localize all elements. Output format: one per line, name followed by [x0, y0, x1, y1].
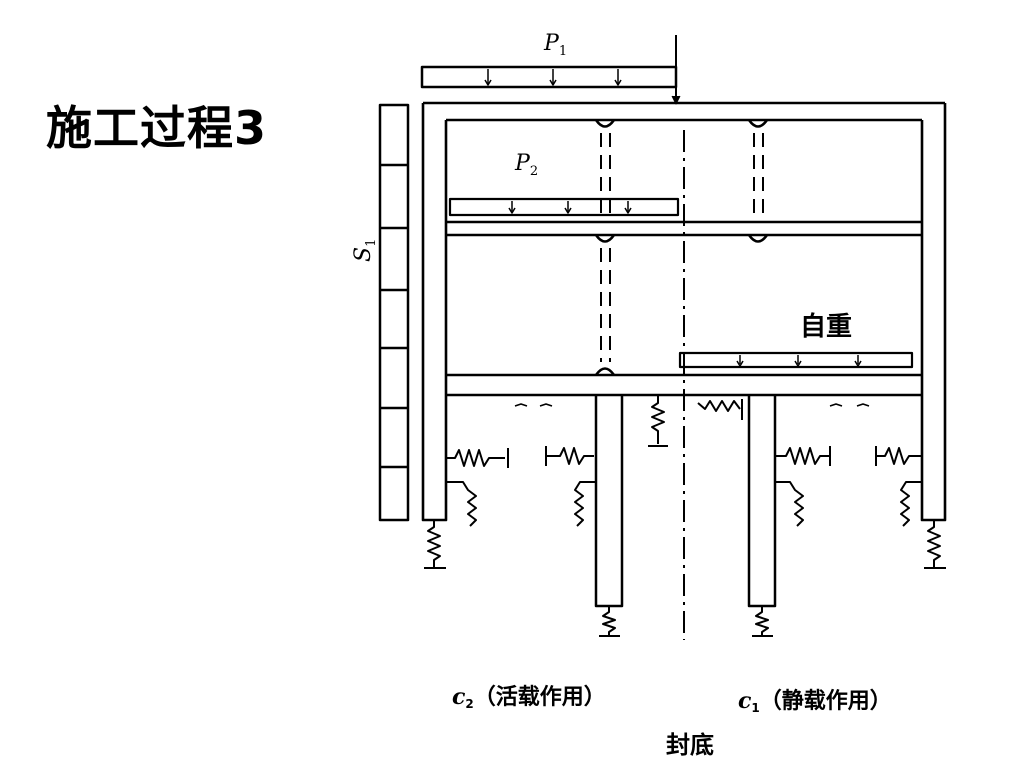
column-c2-label: c2（活载作用）	[452, 684, 606, 711]
soil-springs	[424, 396, 946, 637]
s1-main: S	[351, 247, 376, 262]
c1-main: c	[738, 688, 752, 714]
p1-label: P1	[543, 31, 567, 59]
p2-label: P2	[514, 151, 538, 179]
s1-label: S1	[351, 239, 379, 262]
s1-sub: 1	[364, 239, 379, 247]
c1-sub: 1	[751, 701, 759, 715]
load-p1	[420, 35, 681, 105]
load-self-weight	[678, 351, 914, 369]
interior-dashed-lines	[600, 133, 764, 362]
slide-title: 施工过程3	[46, 101, 268, 155]
p2-main: P	[514, 151, 531, 176]
p1-main: P	[543, 31, 560, 56]
bottom-seal-label: 封底	[666, 731, 714, 759]
c2-sub: 2	[465, 697, 473, 711]
retaining-strip-s1	[378, 103, 410, 522]
c2-note: （活载作用）	[474, 684, 606, 710]
piles	[594, 395, 777, 608]
p1-sub: 1	[559, 44, 567, 59]
load-p2	[448, 197, 680, 217]
column-c1-label: c1（静载作用）	[738, 688, 892, 715]
c2-main: c	[452, 684, 466, 710]
self-weight-label: 自重	[800, 311, 852, 342]
p2-sub: 2	[530, 164, 538, 179]
c1-note: （静载作用）	[760, 688, 892, 714]
